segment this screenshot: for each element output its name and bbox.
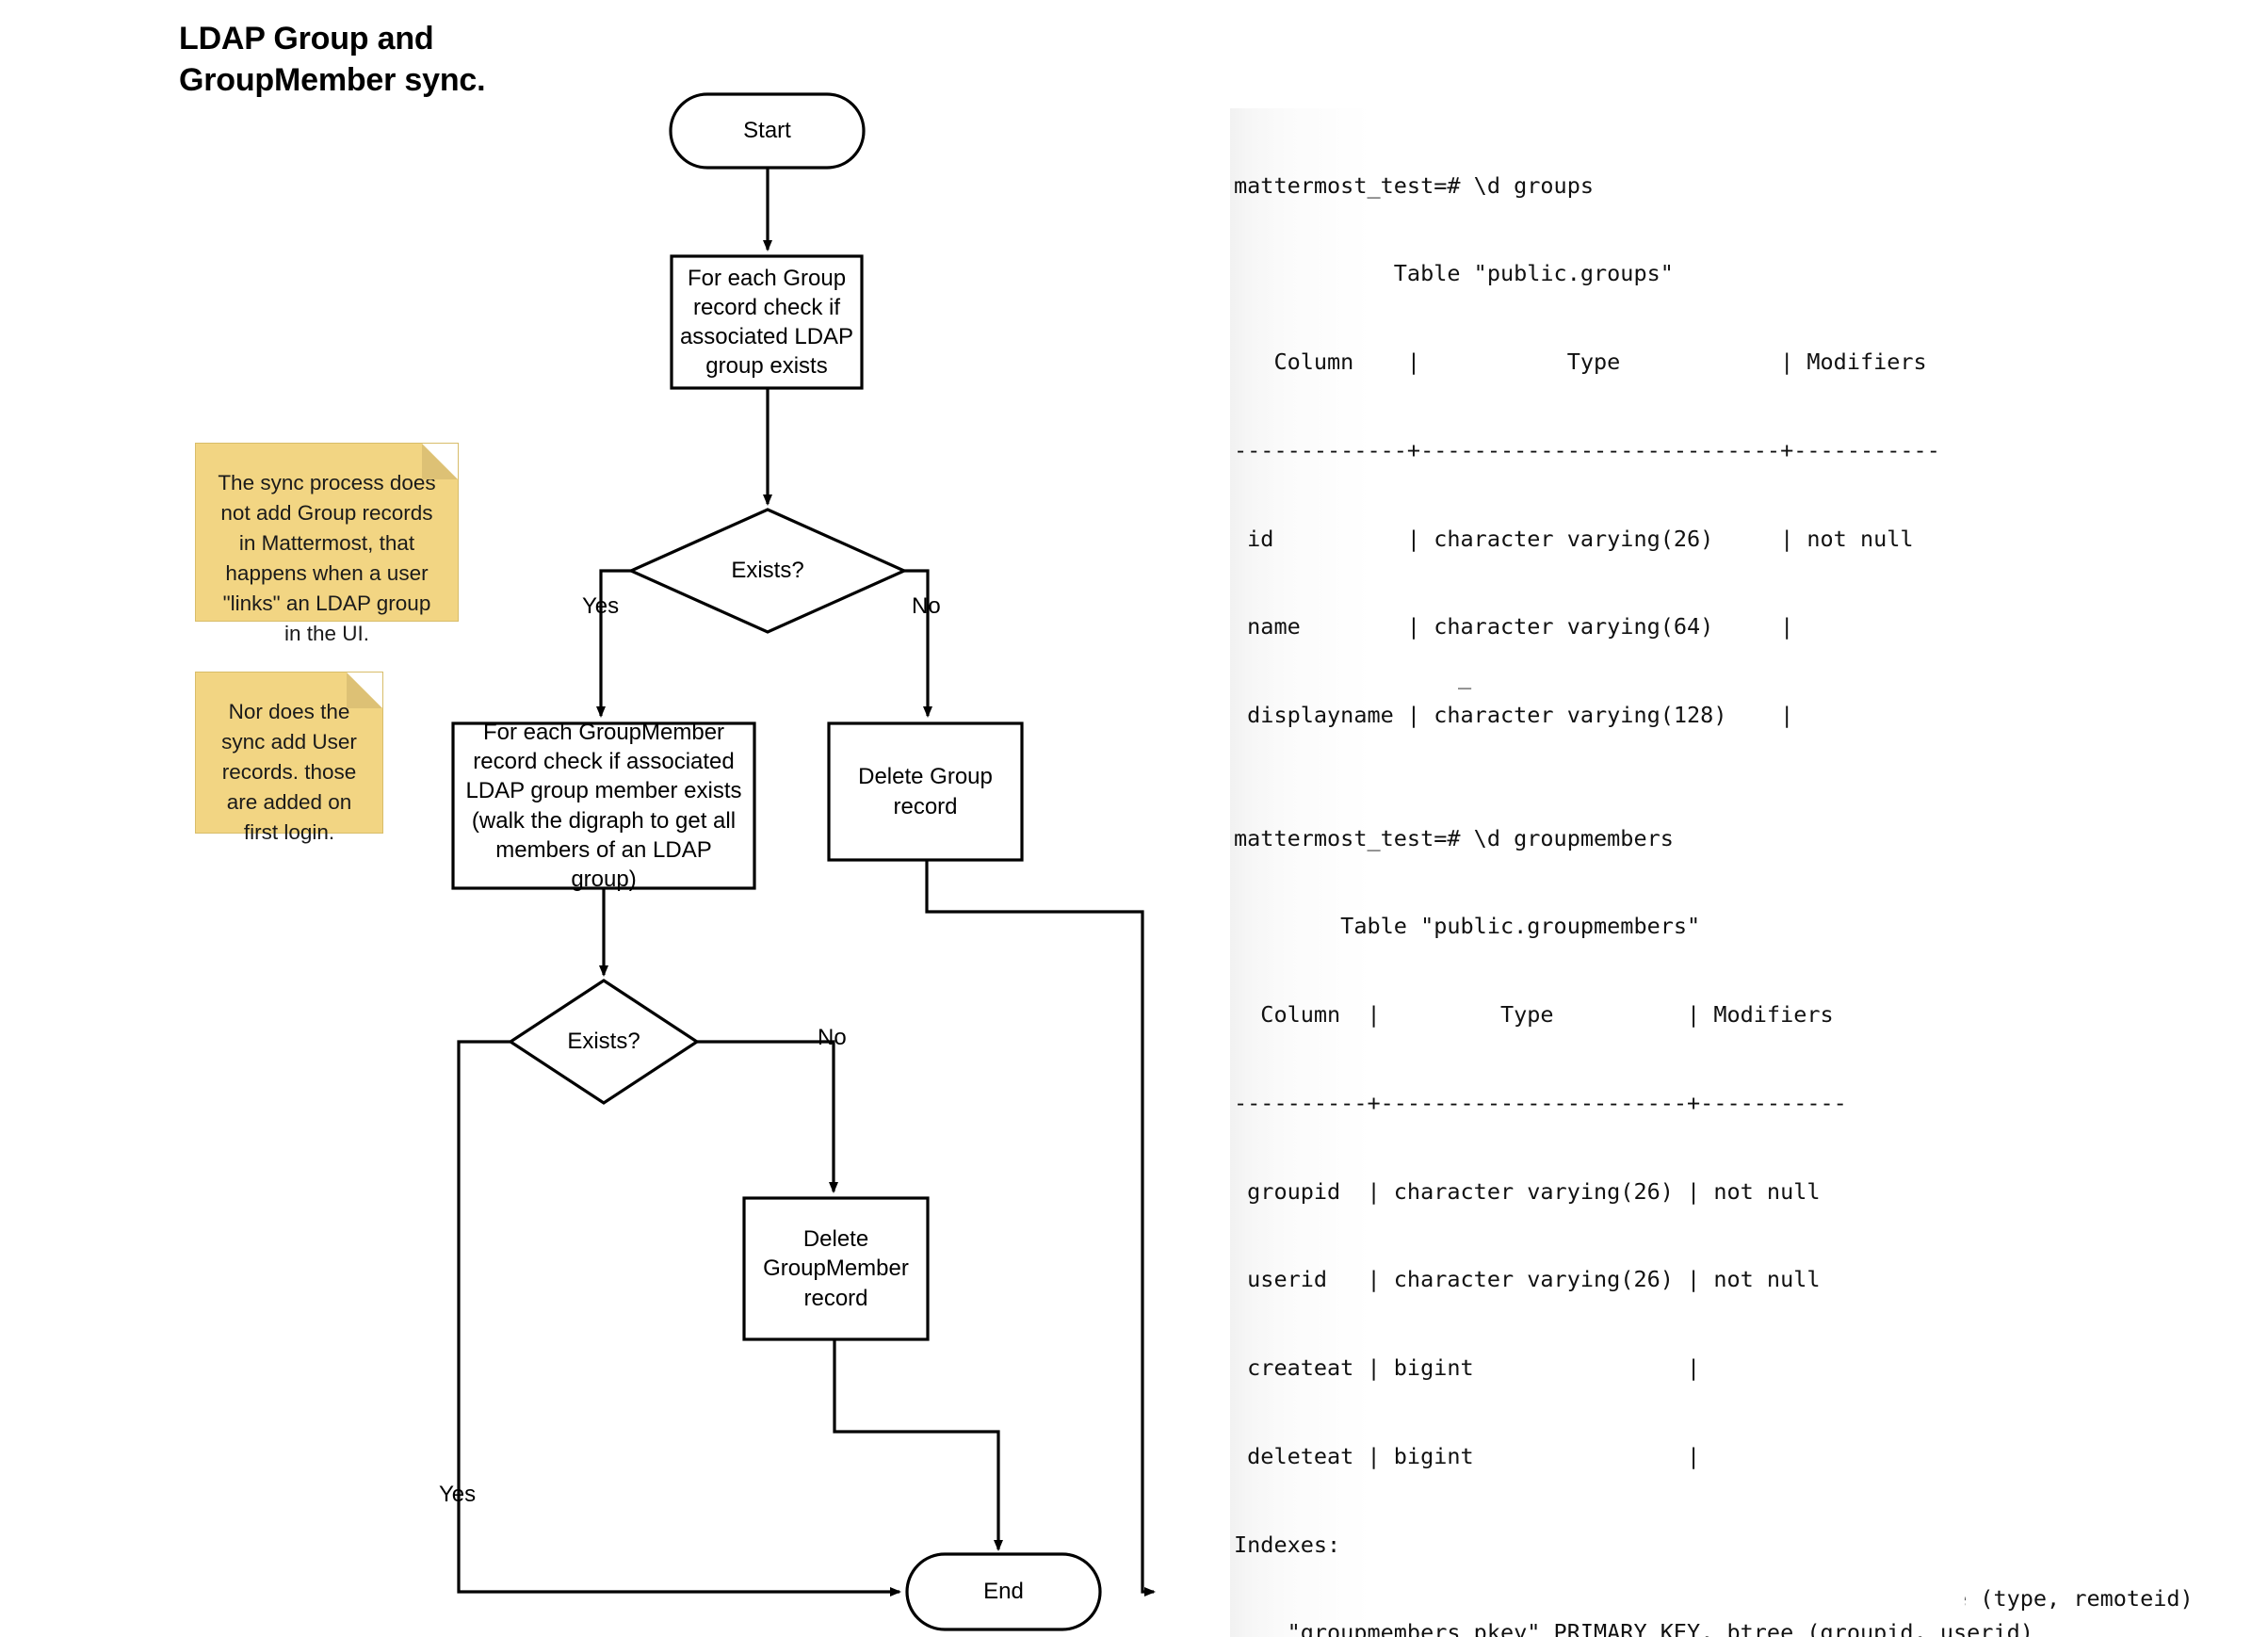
terminal-line: Column | Type | Modifiers (1234, 348, 1927, 375)
edge-deletegroupmember-to-end (833, 1339, 1003, 1551)
terminal-line: userid | character varying(26) | not nul… (1234, 1266, 1821, 1293)
note-text: Nor does the sync add User records. thos… (221, 700, 357, 844)
terminal-line: groupid | character varying(26) | not nu… (1234, 1177, 1821, 1205)
terminal-line: -------------+--------------------------… (1234, 436, 1940, 463)
terminal-line: Indexes: (1234, 1531, 1341, 1558)
terminal-cursor: _ (1458, 663, 1472, 689)
terminal-line: displayname | character varying(128) | (1234, 702, 1794, 728)
node-delete-groupmember-shape (742, 1196, 930, 1341)
edge-exists1-no (904, 569, 932, 718)
terminal-line: id | character varying(26) | not null (1234, 525, 1914, 552)
node-delete-group-shape (827, 721, 1024, 862)
edge-exists1-yes (596, 569, 631, 718)
edge-exists2-no (697, 1040, 838, 1193)
page-title: LDAP Group and GroupMember sync. (179, 21, 486, 98)
node-end-shape (905, 1552, 1102, 1631)
note-text: The sync process does not add Group reco… (218, 471, 436, 645)
terminal-line: Table "public.groupmembers" (1234, 913, 1701, 940)
terminal-line: ----------+-----------------------+-----… (1234, 1089, 1847, 1116)
node-exists2-shape (508, 979, 700, 1105)
terminal-line: deleteat | bigint | (1234, 1442, 1701, 1469)
edge-label-exists1-yes: Yes (582, 593, 620, 619)
terminal-line: Table "public.groups" (1234, 260, 1674, 287)
terminal-line: "groupmembers_pkey" PRIMARY KEY, btree (… (1234, 1619, 2033, 1637)
edge-exists2-yes (457, 1040, 901, 1596)
node-start-shape (669, 92, 866, 170)
terminal-line: mattermost_test=# \d groups (1234, 171, 1595, 199)
node-check-groupmember-shape (451, 721, 756, 890)
terminal-groupmembers-table: mattermost_test=# \d groupmembers Table … (1230, 761, 2033, 1637)
note-sync-no-user-add: Nor does the sync add User records. thos… (195, 672, 383, 844)
node-check-group-shape (670, 254, 864, 390)
terminal-line: Column | Type | Modifiers (1234, 1001, 1834, 1028)
edge-label-exists2-no: No (818, 1025, 847, 1050)
node-exists1-shape (627, 508, 908, 634)
note-sync-no-group-add: The sync process does not add Group reco… (195, 443, 459, 645)
edge-label-exists1-no: No (912, 593, 941, 619)
edge-label-exists2-yes: Yes (439, 1482, 477, 1507)
terminal-line: name | character varying(64) | (1234, 613, 1794, 640)
terminal-line: createat | bigint | (1234, 1354, 1701, 1381)
terminal-line: mattermost_test=# \d groupmembers (1234, 824, 1674, 851)
edge-deletegroup-to-end (925, 860, 1156, 1596)
